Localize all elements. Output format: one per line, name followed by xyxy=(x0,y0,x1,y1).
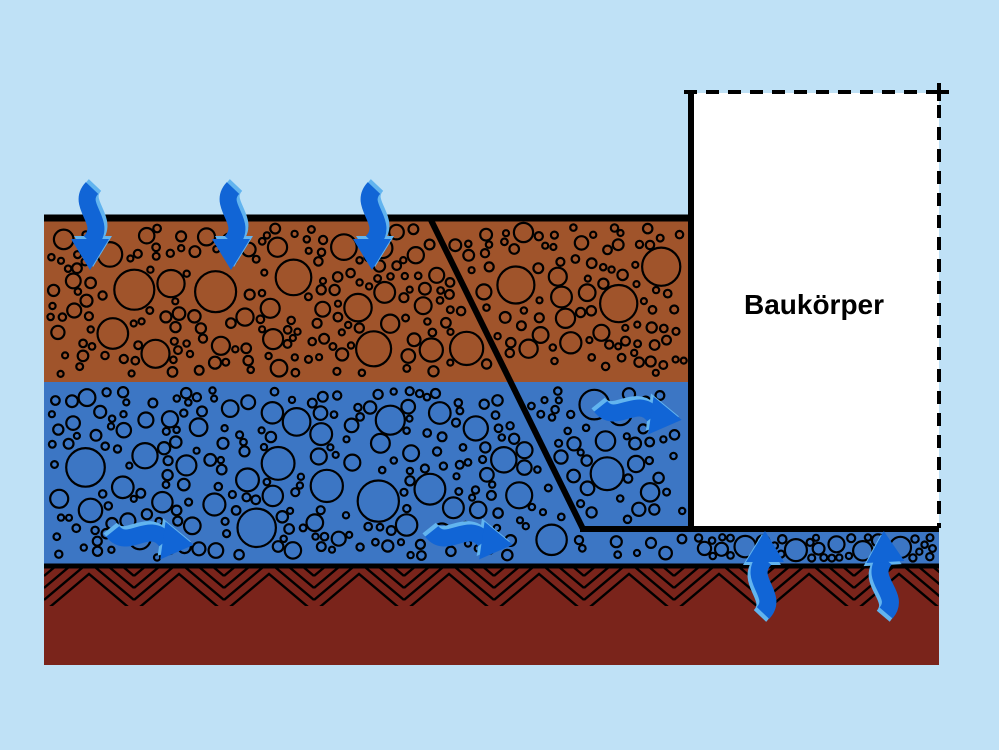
excavation-boundary-line xyxy=(426,214,586,531)
infiltration-arrow-1 xyxy=(71,179,112,270)
building-body xyxy=(693,93,939,527)
gravel-texture-circles xyxy=(46,221,937,563)
uplift-arrow-1 xyxy=(743,531,784,622)
arrow-body xyxy=(746,531,784,619)
impermeable-hatch-texture xyxy=(44,568,939,606)
arrow-body xyxy=(353,182,391,270)
water-flow-arrows xyxy=(71,179,905,622)
groundwater-flow-arrow-2 xyxy=(422,518,513,560)
infiltration-arrow-2 xyxy=(212,179,253,270)
building-label: Baukörper xyxy=(744,289,884,320)
arrow-body xyxy=(71,182,109,270)
infiltration-arrow-3 xyxy=(353,179,394,270)
groundwater-flow-arrow-3 xyxy=(591,393,682,435)
arrow-body xyxy=(866,531,905,619)
groundwater-flow-arrow-1 xyxy=(103,518,194,560)
arrow-body xyxy=(106,521,194,560)
uplift-arrow-2 xyxy=(863,531,905,622)
arrow-body xyxy=(594,396,682,435)
arrow-body xyxy=(212,182,250,270)
arrow-body xyxy=(425,521,513,560)
